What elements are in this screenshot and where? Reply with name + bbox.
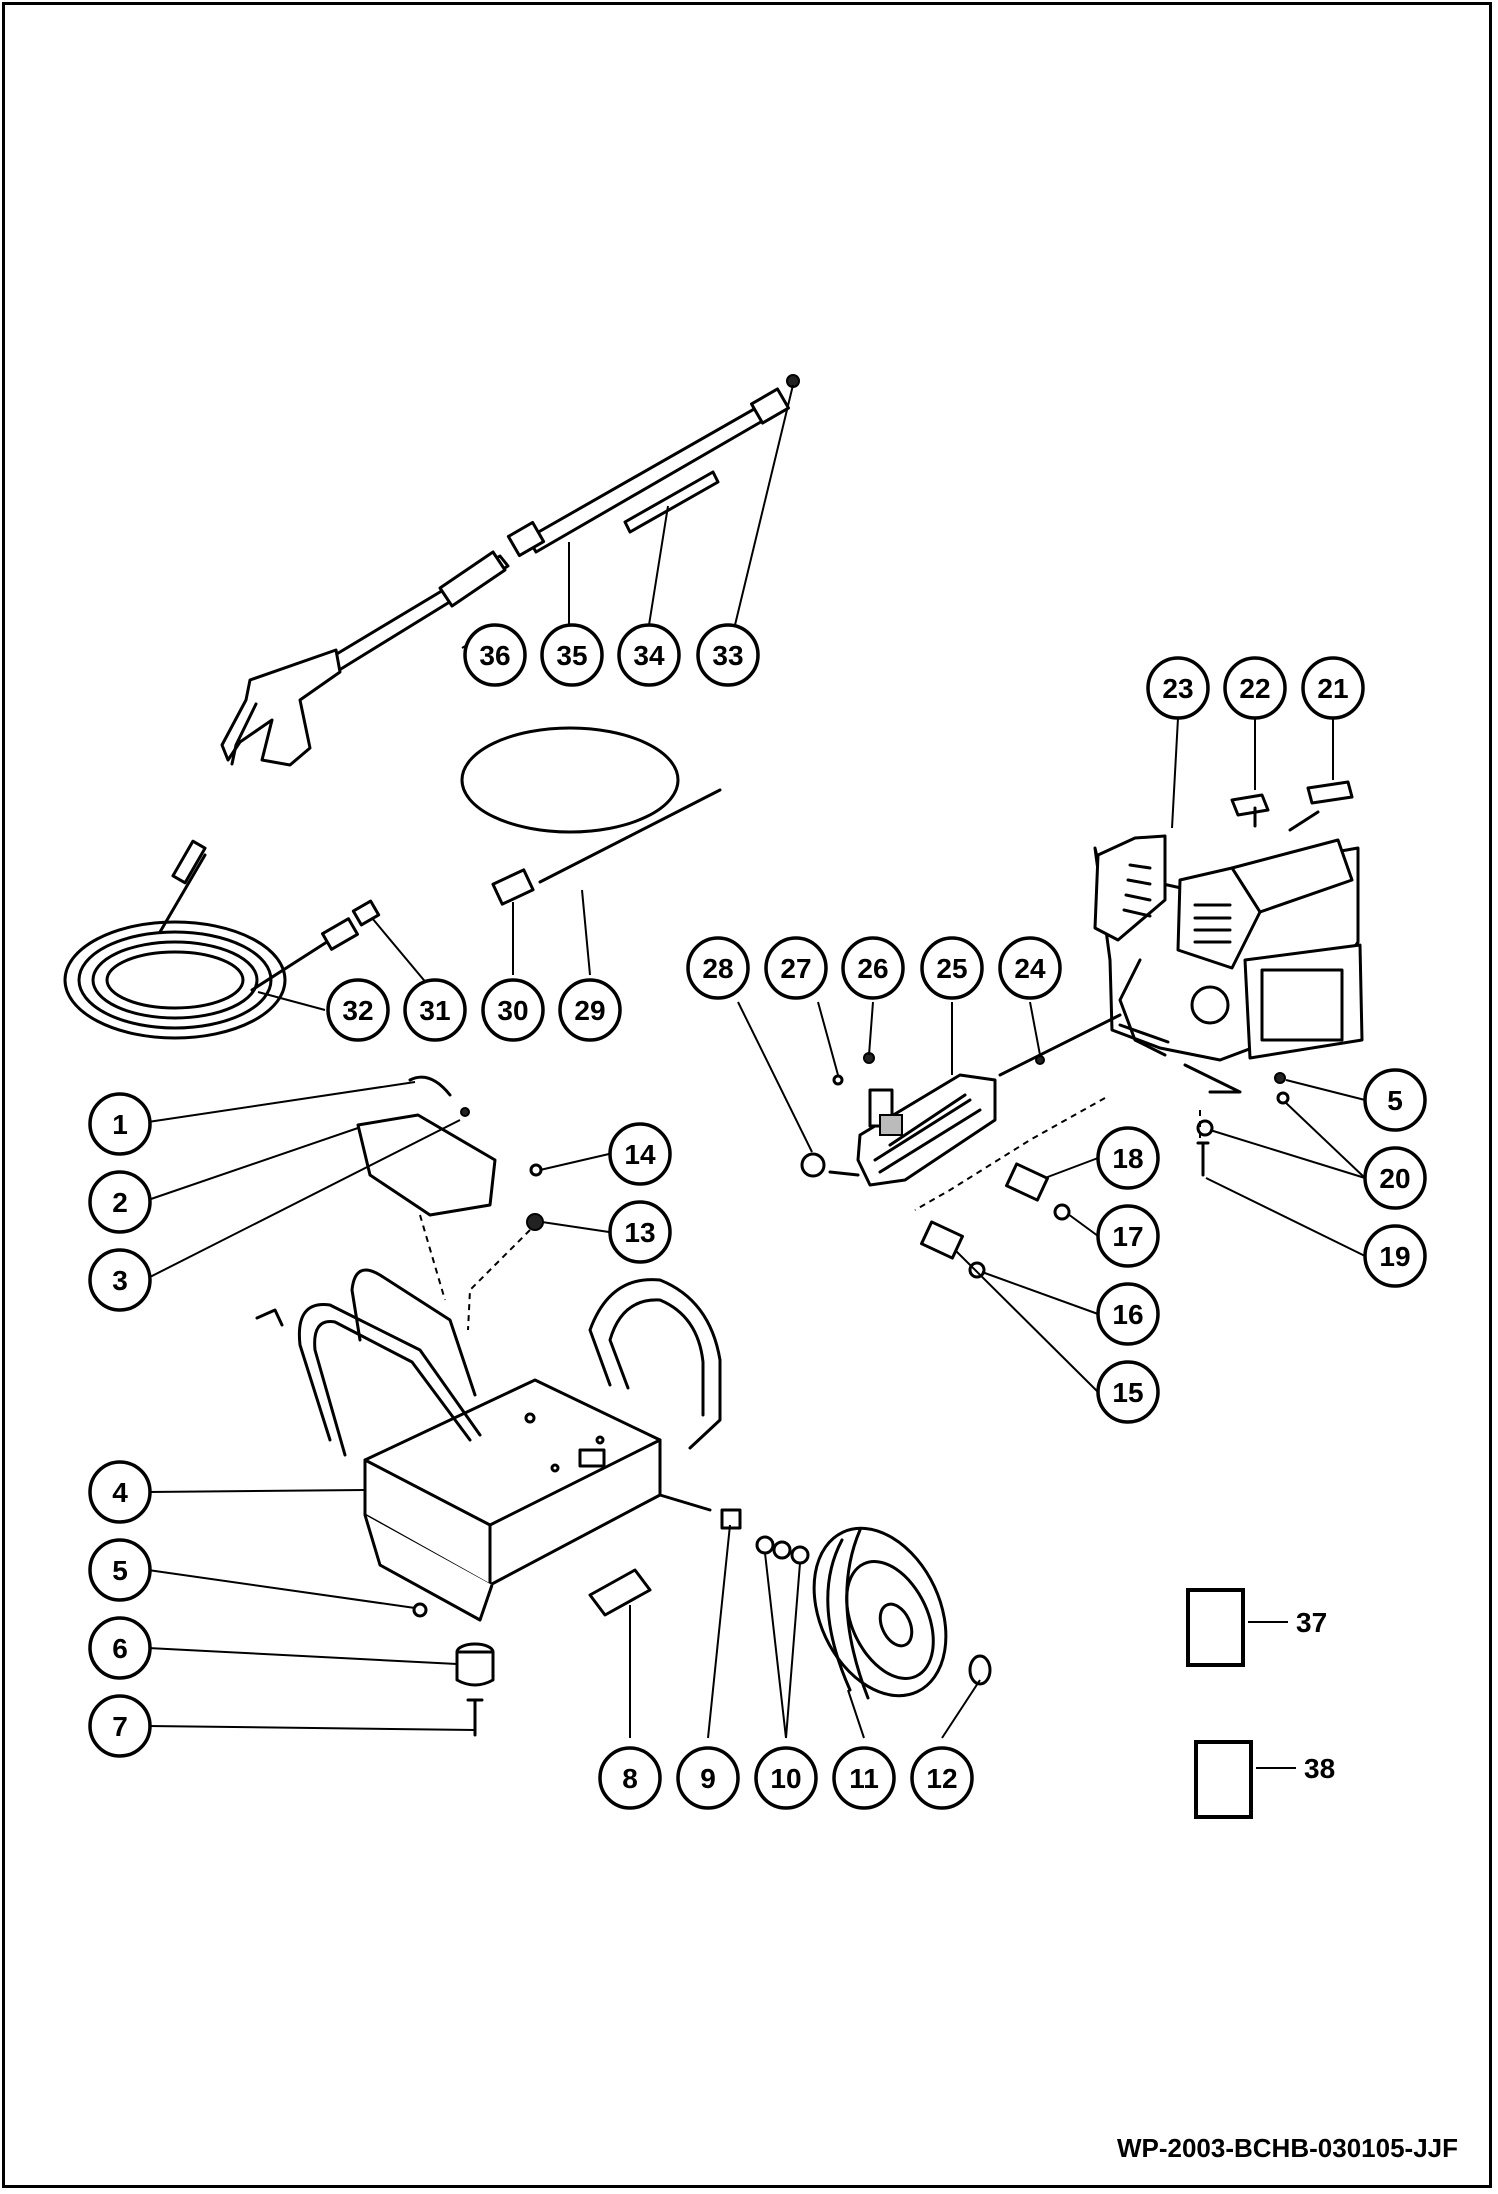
callout-21: 21 bbox=[1301, 656, 1365, 720]
box-ref-38: 38 bbox=[1194, 1740, 1335, 1819]
callout-5-left: 5 bbox=[88, 1538, 152, 1602]
callout-20: 20 bbox=[1363, 1146, 1427, 1210]
callout-35-label: 35 bbox=[556, 640, 587, 671]
callout-12-label: 12 bbox=[926, 1763, 957, 1794]
cart-frame-part bbox=[255, 1268, 722, 1622]
callout-7-label: 7 bbox=[112, 1711, 128, 1742]
box-ref-37: 37 bbox=[1186, 1588, 1327, 1667]
callout-36: 36 bbox=[463, 623, 527, 687]
callout-29: 29 bbox=[558, 978, 622, 1042]
callout-1: 1 bbox=[88, 1092, 152, 1156]
callout-34: 34 bbox=[617, 623, 681, 687]
callout-9-label: 9 bbox=[700, 1763, 716, 1794]
callout-5-right-label: 5 bbox=[1387, 1085, 1403, 1116]
callout-30-label: 30 bbox=[497, 995, 528, 1026]
callout-20-label: 20 bbox=[1379, 1163, 1410, 1194]
drawing-code: WP-2003-BCHB-030105-JJF bbox=[1116, 2133, 1458, 2163]
callout-25-label: 25 bbox=[936, 953, 967, 984]
callout-5-left-label: 5 bbox=[112, 1555, 128, 1586]
callout-4: 4 bbox=[88, 1460, 152, 1524]
callout-8: 8 bbox=[598, 1746, 662, 1810]
callout-13-label: 13 bbox=[624, 1217, 655, 1248]
hose-coil-part bbox=[63, 839, 381, 1040]
callout-18-label: 18 bbox=[1112, 1143, 1143, 1174]
callout-24-label: 24 bbox=[1014, 953, 1046, 984]
spray-gun-part bbox=[220, 550, 510, 767]
callout-4-label: 4 bbox=[112, 1477, 128, 1508]
callout-31: 31 bbox=[403, 978, 467, 1042]
callout-22-label: 22 bbox=[1239, 673, 1270, 704]
callout-2-label: 2 bbox=[112, 1187, 128, 1218]
callout-36-label: 36 bbox=[479, 640, 510, 671]
callout-22: 22 bbox=[1223, 656, 1287, 720]
engine-part bbox=[1093, 780, 1364, 1094]
callout-7: 7 bbox=[88, 1694, 152, 1758]
callout-19: 19 bbox=[1363, 1224, 1427, 1288]
handle-decal-part bbox=[356, 1075, 497, 1217]
callout-29-label: 29 bbox=[574, 995, 605, 1026]
callout-21-label: 21 bbox=[1317, 673, 1348, 704]
wand-label-part bbox=[623, 470, 720, 534]
callout-24: 24 bbox=[998, 936, 1062, 1000]
callout-23: 23 bbox=[1146, 656, 1210, 720]
callout-19-label: 19 bbox=[1379, 1241, 1410, 1272]
siphon-hose-part bbox=[460, 726, 722, 906]
rubber-foot-part bbox=[455, 1642, 495, 1687]
callout-8-label: 8 bbox=[622, 1763, 638, 1794]
axle-wheel-part bbox=[588, 1493, 992, 1700]
callout-27: 27 bbox=[764, 936, 828, 1000]
callout-33: 33 bbox=[696, 623, 760, 687]
callout-15-label: 15 bbox=[1112, 1377, 1143, 1408]
callout-13: 13 bbox=[608, 1200, 672, 1264]
callout-3-label: 3 bbox=[112, 1265, 128, 1296]
callout-26-label: 26 bbox=[857, 953, 888, 984]
callout-27-label: 27 bbox=[780, 953, 811, 984]
callout-32: 32 bbox=[326, 978, 390, 1042]
callout-3: 3 bbox=[88, 1248, 152, 1312]
callout-2: 2 bbox=[88, 1170, 152, 1234]
callout-32-label: 32 bbox=[342, 995, 373, 1026]
callout-6: 6 bbox=[88, 1616, 152, 1680]
callout-6-label: 6 bbox=[112, 1633, 128, 1664]
callout-35: 35 bbox=[540, 623, 604, 687]
callout-12: 12 bbox=[910, 1746, 974, 1810]
callout-28: 28 bbox=[686, 936, 750, 1000]
callout-15: 15 bbox=[1096, 1360, 1160, 1424]
callout-34-label: 34 bbox=[633, 640, 665, 671]
callout-31-label: 31 bbox=[419, 995, 450, 1026]
callout-17: 17 bbox=[1096, 1204, 1160, 1268]
callout-33-label: 33 bbox=[712, 640, 743, 671]
callout-11: 11 bbox=[832, 1746, 896, 1810]
callout-10-label: 10 bbox=[770, 1763, 801, 1794]
callout-16-label: 16 bbox=[1112, 1299, 1143, 1330]
callout-26: 26 bbox=[841, 936, 905, 1000]
callout-30: 30 bbox=[481, 978, 545, 1042]
callout-1-label: 1 bbox=[112, 1109, 128, 1140]
engine-mount-hardware bbox=[1196, 1072, 1290, 1177]
callout-10: 10 bbox=[754, 1746, 818, 1810]
box-ref-37-label: 37 bbox=[1296, 1607, 1327, 1638]
callout-17-label: 17 bbox=[1112, 1221, 1143, 1252]
leader-lines bbox=[147, 384, 1366, 1739]
callout-11-label: 11 bbox=[849, 1763, 879, 1794]
pump-fittings bbox=[920, 1162, 1071, 1279]
callout-25: 25 bbox=[920, 936, 984, 1000]
box-ref-38-label: 38 bbox=[1304, 1753, 1335, 1784]
callout-9: 9 bbox=[676, 1746, 740, 1810]
callout-14-label: 14 bbox=[624, 1139, 656, 1170]
callout-16: 16 bbox=[1096, 1282, 1160, 1346]
callout-28-label: 28 bbox=[702, 953, 733, 984]
callout-14: 14 bbox=[608, 1122, 672, 1186]
frame-small-hardware bbox=[412, 1163, 544, 1737]
spray-wand-part bbox=[506, 374, 800, 558]
pump-part bbox=[800, 1013, 1122, 1187]
callout-23-label: 23 bbox=[1162, 673, 1193, 704]
callout-18: 18 bbox=[1096, 1126, 1160, 1190]
callout-5-right: 5 bbox=[1363, 1068, 1427, 1132]
